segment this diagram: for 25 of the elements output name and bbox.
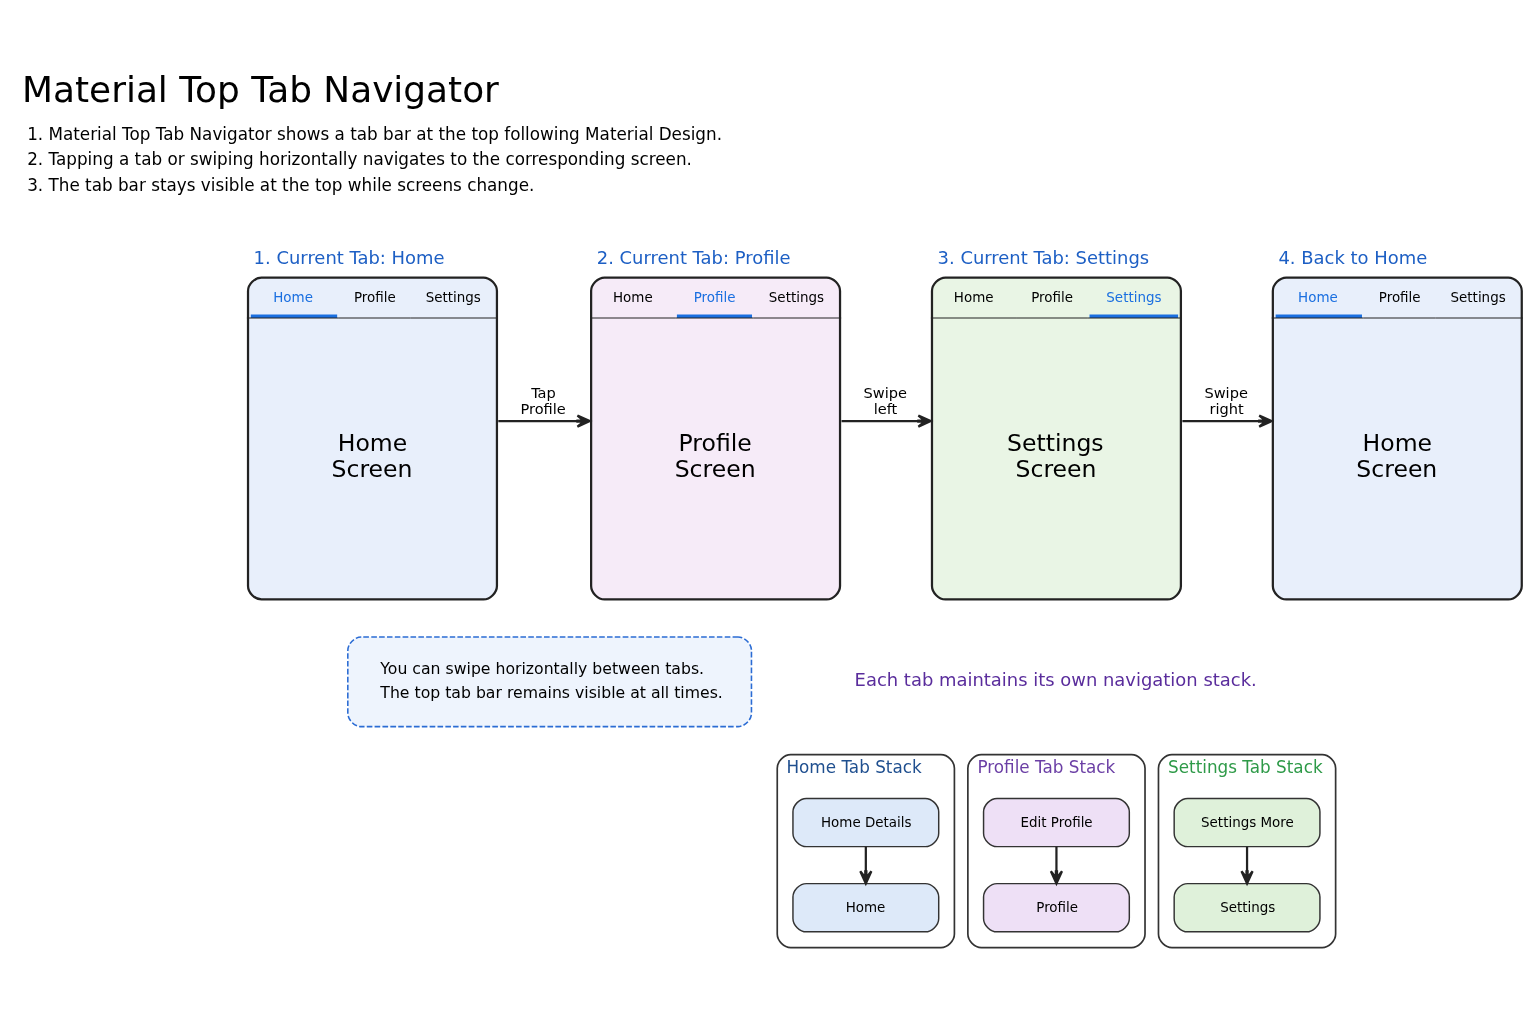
node-box: Edit Profile — [982, 797, 1131, 847]
label: 2. Tapping a tab or swiping horizontally navigates to the corresponding screen. — [27, 148, 692, 169]
label: Each tab maintains its own navigation stack. — [854, 668, 1257, 690]
node-label: 1. Current Tab: Home — [253, 246, 445, 268]
label: 1. Material Top Tab Navigator shows a tab bar at the top following Material Design. — [27, 123, 723, 144]
arrow — [859, 846, 873, 885]
node-box: You can swipe horizontally between tabs. The top tab bar remains visible at all times. — [347, 635, 753, 727]
diagram-title: Material Top Tab Navigator — [22, 68, 499, 110]
edge-label: Swipe right — [1204, 383, 1248, 417]
node-box: Home — [792, 882, 940, 933]
node-label: 3. Current Tab: Settings — [937, 246, 1150, 268]
arrow — [1182, 413, 1273, 428]
arrow — [1240, 846, 1254, 885]
arrow — [841, 413, 932, 428]
edge-label: Tap Profile — [520, 383, 566, 417]
edge-label: Swipe left — [863, 383, 907, 417]
node-label: 2. Current Tab: Profile — [596, 246, 791, 268]
node-label: 4. Back to Home — [1278, 246, 1428, 268]
node-box: Settings More — [1173, 797, 1321, 847]
node-box: Settings — [1173, 882, 1321, 933]
node-box: Profile — [982, 882, 1131, 933]
arrow — [498, 413, 591, 428]
node-box: Home Details — [792, 797, 940, 847]
label: 3. The tab bar stays visible at the top while screens change. — [27, 174, 535, 195]
arrow — [1049, 846, 1064, 885]
